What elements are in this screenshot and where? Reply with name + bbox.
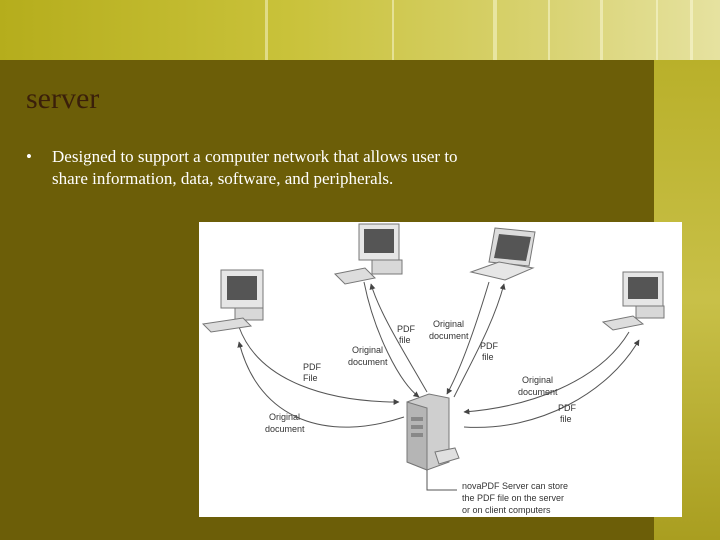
label-pdf-file-top-right: PDF file — [480, 341, 501, 362]
arrow-topright-in — [446, 281, 490, 395]
desktop-computer-right-icon — [601, 271, 665, 331]
desktop-computer-left-icon — [201, 269, 264, 333]
server-tower-icon — [406, 393, 460, 471]
label-pdf-file-right: PDF file — [558, 403, 579, 424]
arrow-center-in — [363, 281, 420, 398]
label-original-document-right: Original document — [518, 375, 558, 397]
label-pdf-file-center: PDF file — [397, 324, 418, 345]
network-diagram-svg: PDF File Original document PDF file Orig… — [201, 223, 665, 515]
laptop-icon — [469, 227, 536, 281]
bullet-text: Designed to support a computer network t… — [52, 147, 458, 188]
slide-title: server — [26, 82, 100, 115]
network-diagram: PDF File Original document PDF file Orig… — [199, 222, 682, 517]
stripe — [265, 0, 268, 60]
bullet-dot: • — [26, 147, 32, 166]
stripe — [392, 0, 394, 60]
arrow-topright-out — [453, 283, 506, 398]
label-original-document-left: Original document — [265, 412, 305, 434]
label-pdf-file-left: PDF File — [303, 362, 324, 383]
arrow-left-out — [237, 341, 405, 428]
stripe — [656, 0, 658, 60]
stripe — [493, 0, 497, 60]
arrow-center-out — [369, 283, 428, 393]
arrow-right-in — [463, 331, 630, 415]
stripe — [548, 0, 550, 60]
desktop-computer-center-icon — [333, 223, 403, 285]
stripe — [600, 0, 603, 60]
stripe — [690, 0, 693, 60]
arrow-right-out — [463, 339, 640, 428]
label-server-caption: novaPDF Server can store the PDF file on… — [462, 481, 571, 515]
caption-leader-line — [426, 470, 457, 491]
label-original-document-center: Original document — [348, 345, 388, 367]
top-band — [0, 0, 720, 60]
arrow-left-in — [238, 326, 400, 405]
bullet-item: • Designed to support a computer network… — [26, 146, 496, 190]
label-original-document-top-right: Original document — [429, 319, 469, 341]
